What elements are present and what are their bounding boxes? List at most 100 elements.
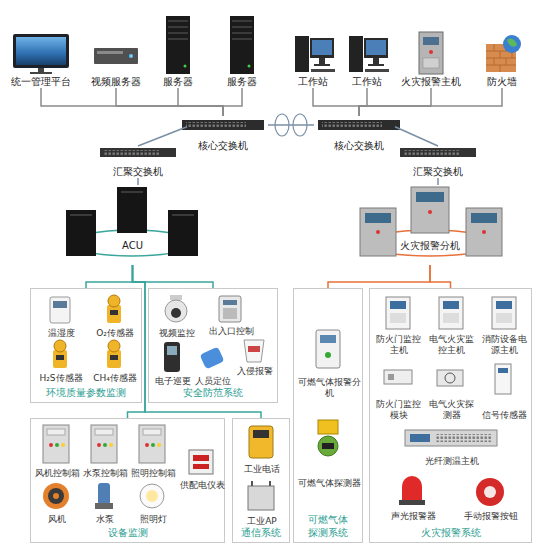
power-meter-icon [189, 450, 213, 474]
node-label: 防火门监控主机 [372, 334, 425, 356]
fan-icon [43, 483, 69, 509]
device-node: 工作站 [337, 14, 397, 88]
node-label: 信号传感器 [478, 410, 531, 421]
group-box: 可燃气体探测系统可燃气体报警分机可燃气体探测器 [293, 288, 363, 543]
device-node: O₂传感器 [89, 294, 141, 339]
node-label: 工作站 [337, 76, 397, 88]
node-label: 火灾报警分机 [355, 240, 505, 252]
device-node: 水泵 [81, 481, 129, 525]
device-node: 视频服务器 [86, 14, 146, 88]
device-node: 工作站 [283, 14, 343, 88]
node-label: 电气火灾探测器 [425, 399, 478, 421]
fire-panel-icon [492, 297, 516, 329]
firewall-icon [486, 35, 521, 72]
group-label: 设备监测 [31, 526, 224, 539]
node-label: 汇聚交换机 [98, 166, 178, 178]
node-label: H₂S传感器 [35, 373, 87, 384]
device-node: 核心交换机 [178, 116, 268, 152]
connector [41, 88, 223, 116]
device-node: 供配电仪表 [179, 447, 225, 491]
node-label: 声光报警器 [378, 511, 448, 522]
fire-host-icon [419, 32, 443, 74]
group-box: 设备监测 风机控制箱水泵控制箱照明控制箱风机水泵照明灯供配电仪表 [30, 418, 225, 543]
node-label: 可燃气体探测器 [297, 478, 361, 489]
device-node: 入侵报警 [233, 337, 277, 377]
gas-sensor-icon [107, 295, 121, 323]
device-node: 手动报警按钮 [455, 474, 527, 522]
device-node: 光纤测温主机 [395, 427, 508, 467]
group-box: 通信系统工业电话工业AP [232, 418, 290, 543]
device-node: 统一管理平台 [8, 14, 74, 88]
node-label: 水泵控制箱 [81, 468, 129, 479]
node-label: 核心交换机 [314, 140, 404, 152]
node-label: 汇聚交换机 [398, 166, 478, 178]
node-label: 火灾报警主机 [398, 76, 464, 88]
connector [395, 127, 438, 146]
device-node: 工业电话 [235, 423, 289, 475]
fiber-host-icon [405, 430, 497, 446]
node-label: 手动报警按钮 [455, 511, 527, 522]
node-label: CH₄传感器 [89, 373, 141, 384]
node-label: 工业AP [235, 516, 289, 527]
gas-sensor-icon [53, 340, 67, 368]
group-box: 安全防范系统视频监控出入口控制入侵报警电子巡更人员定位 [148, 288, 278, 403]
connector [137, 178, 139, 185]
node-label: 可燃气体报警分机 [297, 377, 361, 399]
node-label: 防火墙 [472, 76, 532, 88]
connector [437, 178, 439, 185]
device-node: 消防设备电源主机 [478, 294, 531, 356]
node-label: 风机 [33, 514, 81, 525]
control-box-icon [43, 425, 69, 463]
device-node: 防火门监控模块 [372, 361, 425, 421]
node-label: O₂传感器 [89, 328, 141, 339]
device-node: 防火门监控主机 [372, 294, 425, 356]
node-label: 电气火灾监控主机 [425, 334, 478, 356]
connector [359, 88, 502, 116]
device-node: 电气火灾探测器 [425, 361, 478, 421]
electrical-detector-icon [437, 370, 463, 386]
node-label: 风机控制箱 [33, 468, 81, 479]
device-node: CH₄传感器 [89, 339, 141, 384]
device-node: 温湿度 [35, 294, 87, 339]
aggregation-switch-icon [400, 148, 476, 157]
node-label: 电子巡更 [151, 376, 195, 387]
device-node: 汇聚交换机 [398, 146, 478, 178]
aggregation-switch-icon [100, 148, 176, 157]
lamp-icon [140, 484, 164, 508]
manual-button-icon [476, 478, 504, 506]
device-node: 声光报警器 [378, 474, 448, 522]
node-label: 供配电仪表 [179, 480, 225, 491]
device-node: 服务器 [212, 14, 272, 88]
server-icon [230, 16, 254, 74]
device-node: 风机 [33, 481, 81, 525]
node-label: 照明控制箱 [129, 468, 177, 479]
node-label: 温湿度 [35, 328, 87, 339]
node-label: 防火门监控模块 [372, 399, 425, 421]
connector [359, 88, 367, 116]
node-label: 统一管理平台 [8, 76, 74, 88]
control-box-icon [91, 425, 117, 463]
humidity-sensor-icon [50, 297, 70, 323]
tv-icon [13, 34, 69, 74]
connector [116, 88, 223, 116]
node-label: 服务器 [212, 76, 272, 88]
patrol-device-icon [164, 342, 180, 372]
connector [328, 265, 430, 288]
device-node: 照明灯 [129, 481, 177, 525]
connector [223, 88, 242, 116]
device-node: 照明控制箱 [129, 423, 177, 479]
device-node: 电子巡更 [151, 341, 195, 387]
device-node: H₂S传感器 [35, 339, 87, 384]
workstation-icon [295, 36, 335, 72]
connector [313, 88, 359, 116]
device-node: 核心交换机 [314, 116, 404, 152]
device-node: 信号传感器 [478, 361, 531, 421]
node-label: 光纤测温主机 [395, 456, 508, 467]
node-label: 工业电话 [235, 464, 289, 475]
node-label: 视频监控 [151, 328, 203, 339]
fire-panel-icon [439, 297, 463, 329]
device-node: 工业AP [235, 479, 289, 527]
device-node: 电气火灾监控主机 [425, 294, 478, 356]
gas-sensor-icon [107, 340, 121, 368]
